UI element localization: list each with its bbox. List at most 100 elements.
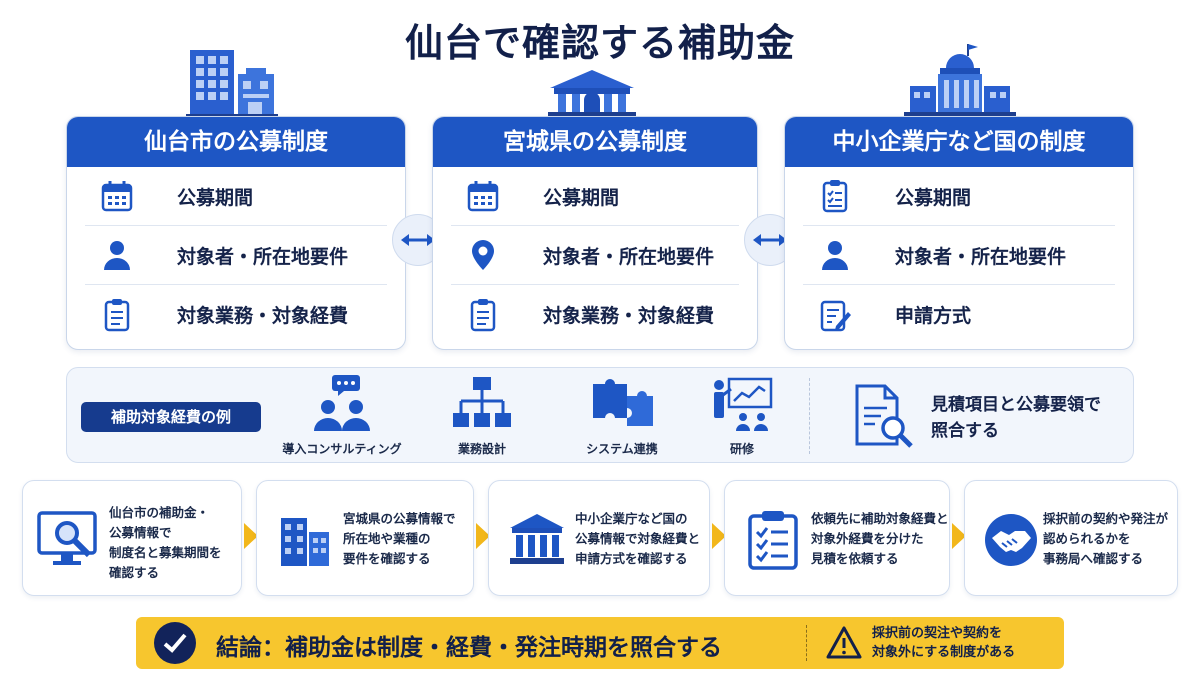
step-3-card: 中小企業庁など国の 公募情報で対象経費と 申請方式を確認する [488,480,710,596]
step-line: 仙台市の補助金・ [109,505,210,520]
band-divider [809,378,810,454]
government-building-icon [501,505,573,575]
step-line: 認められるかを [1043,531,1131,546]
step-4-card: 依頼先に補助対象経費と 対象外経費を分けた 見積を依頼する [724,480,950,596]
step-text: 依頼先に補助対象経費と 対象外経費を分けた 見積を依頼する [811,509,949,569]
step-line: 所在地や業種の [343,531,431,546]
panel-row: 対象者・所在地要件 [803,226,1115,285]
training-presentation-icon [714,377,773,431]
step-line: 対象外経費を分けた [811,531,924,546]
prefecture-building-icon [548,70,636,117]
step-text: 宮城県の公募情報で 所在地や業種の 要件を確認する [343,509,456,569]
calendar-icon [97,176,137,216]
step-text: 仙台市の補助金・ 公募情報で 制度名と募集期間を 確認する [109,503,222,583]
expense-item-consulting: 導入コンサルティング [267,374,417,457]
step-text: 採択前の契約や発注が 認められるかを 事務局へ確認する [1043,509,1168,569]
row-label: 申請方式 [895,305,972,327]
step-line: 確認する [109,565,160,580]
conclusion-divider [806,625,807,661]
panel-row: 対象業務・対象経費 [451,285,739,344]
page-title: 仙台で確認する補助金 [404,21,795,65]
step-arrow [712,523,726,549]
row-label: 対象者・所在地要件 [177,245,349,268]
warning-line: 対象外にする制度がある [872,645,1016,660]
panel-header: 宮城県の公募制度 [433,117,757,167]
estimate-line: 照合する [931,421,999,441]
estimate-line: 見積項目と公募要領で [931,395,1101,415]
step-line: 宮城県の公募情報で [343,511,456,526]
double-arrow-icon [401,234,435,246]
step-arrow [476,523,490,549]
org-chart-icon [453,377,511,427]
step-arrow [244,523,258,549]
step-text: 中小企業庁など国の 公募情報で対象経費と 申請方式を確認する [575,509,700,569]
step-1-card: 仙台市の補助金・ 公募情報で 制度名と募集期間を 確認する [22,480,242,596]
panel-row: 公募期間 [803,167,1115,226]
national-system-panel: 中小企業庁など国の制度 公募期間 対象者・所在地要件 申請方式 [784,116,1134,350]
expense-item-label: 研修 [729,442,754,456]
conclusion-text: 結論：補助金は制度・経費・発注時期を照合する [216,635,722,661]
person-icon [815,235,855,275]
expense-item-training: 研修 [667,374,817,457]
panel-row: 対象者・所在地要件 [451,226,739,285]
expense-item-integration: システム連携 [547,374,697,457]
warning-icon [826,626,862,659]
panel-row: 申請方式 [803,285,1115,344]
panel-header: 仙台市の公募制度 [67,117,405,167]
handshake-icon [975,505,1047,575]
panel-row: 対象者・所在地要件 [85,226,387,285]
step-line: 申請方式を確認する [575,551,688,566]
check-icon [154,622,196,664]
warning-text: 採択前の契注や契約を 対象外にする制度がある [872,624,1015,662]
step-line: 要件を確認する [343,551,431,566]
sendai-city-panel: 仙台市の公募制度 公募期間 対象者・所在地要件 対象業務・対象経費 [66,116,406,350]
step-line: 事務局へ確認する [1043,551,1144,566]
expense-item-label: 業務設計 [457,442,506,456]
checklist-clipboard-icon [737,505,809,575]
estimate-note: 見積項目と公募要領で 照合する [931,392,1101,444]
office-building-icon [186,50,278,117]
row-label: 対象業務・対象経費 [543,305,715,327]
expense-item-label: システム連携 [586,442,658,456]
eligible-expense-band: 補助対象経費の例 導入コンサルティング 業務設計 [66,367,1134,463]
expense-label: 補助対象経費の例 [81,402,261,432]
panel-row: 公募期間 [451,167,739,226]
expense-item-design: 業務設計 [407,374,557,457]
step-2-card: 宮城県の公募情報で 所在地や業種の 要件を確認する [256,480,474,596]
row-label: 公募期間 [895,186,972,209]
checklist-icon [815,176,855,216]
document-search-icon [855,384,913,448]
location-pin-icon [463,235,503,275]
puzzle-icon [593,379,653,426]
miyagi-prefecture-panel: 宮城県の公募制度 公募期間 対象者・所在地要件 対象業務・対象経費 [432,116,758,350]
national-government-icon [904,44,1016,117]
expense-item-label: 導入コンサルティング [282,442,402,456]
row-label: 対象者・所在地要件 [543,245,715,268]
row-label: 対象業務・対象経費 [177,305,349,327]
step-line: 公募情報で対象経費と [575,531,701,546]
row-label: 対象者・所在地要件 [895,245,1067,268]
application-form-icon [815,295,855,335]
panel-row: 対象業務・対象経費 [85,285,387,344]
step-line: 依頼先に補助対象経費と [811,511,949,526]
step-line: 見積を依頼する [811,551,899,566]
panel-row: 公募期間 [85,167,387,226]
conclusion-bar: 結論：補助金は制度・経費・発注時期を照合する 採択前の契注や契約を 対象外にする… [136,617,1064,669]
calendar-icon [463,176,503,216]
consulting-people-icon [314,375,370,431]
monitor-search-icon [35,505,107,575]
warning-line: 採択前の契注や契約を [872,626,1003,641]
clipboard-icon [97,295,137,335]
clipboard-icon [463,295,503,335]
step-line: 制度名と募集期間を [109,545,222,560]
buildings-icon [269,505,341,575]
step-5-card: 採択前の契約や発注が 認められるかを 事務局へ確認する [964,480,1178,596]
row-label: 公募期間 [177,186,254,209]
row-label: 公募期間 [543,186,620,209]
panel-header: 中小企業庁など国の制度 [785,117,1133,167]
step-line: 公募情報で [109,525,172,540]
step-arrow [952,523,966,549]
double-arrow-icon [753,234,787,246]
step-line: 採択前の契約や発注が [1043,511,1169,526]
step-line: 中小企業庁など国の [575,511,688,526]
